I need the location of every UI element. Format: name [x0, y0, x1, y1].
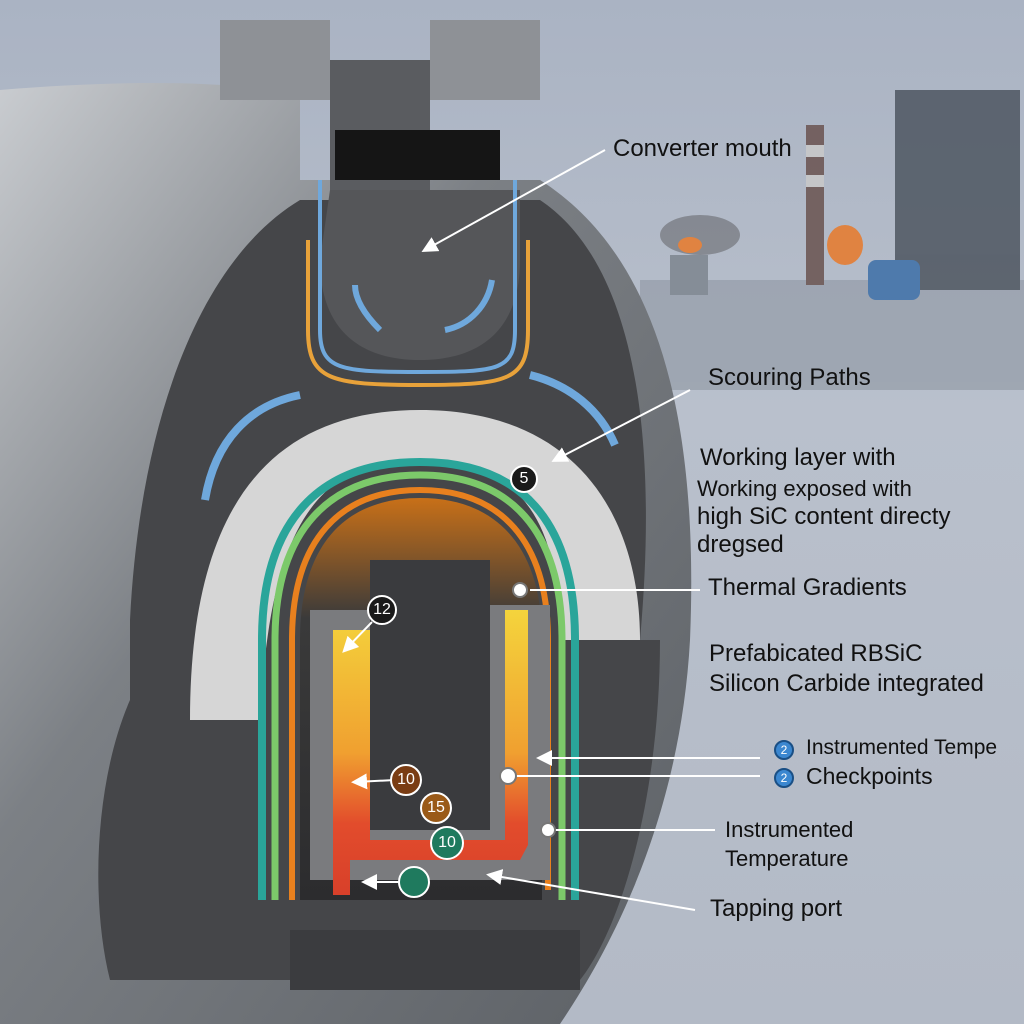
instr-line: Temperature: [725, 846, 849, 871]
label-working-layer-desc: Working exposed with high SiC content di…: [697, 475, 950, 559]
legend-badge-a: 2: [774, 740, 794, 760]
legend-badge-b: 2: [774, 768, 794, 788]
desc-line: Working exposed with: [697, 476, 912, 501]
measurement-points: [499, 582, 556, 838]
badge-10-green: 10: [430, 826, 464, 860]
badge-green-port: [398, 866, 430, 898]
label-checkpoints: Checkpoints: [806, 763, 933, 789]
green-insulation-layer: [271, 471, 566, 900]
instr-line: Instrumented: [725, 817, 854, 842]
label-prefab: Prefabicated RBSiC Silicon Carbide integ…: [709, 639, 984, 699]
prefab-line: Prefabicated RBSiC: [709, 640, 923, 667]
label-tapping-port: Tapping port: [710, 895, 843, 922]
scouring-flow-paths: [201, 180, 619, 501]
leader-lines: [342, 149, 760, 911]
label-instrumented-temperature: Instrumented Temperature: [725, 815, 853, 873]
label-working-layer-title: Working layer with: [700, 444, 896, 471]
badge-10-temperature: 10: [390, 764, 422, 796]
badge-15: 15: [420, 792, 452, 824]
badge-5: 5: [510, 465, 538, 493]
label-converter-mouth: Converter mouth: [613, 135, 792, 162]
badge-12: 12: [367, 595, 397, 625]
tapping-port-base: [290, 930, 580, 990]
prefab-line: Silicon Carbide integrated: [709, 670, 984, 697]
label-instrumented-tempe: Instrumented Tempe: [806, 736, 998, 759]
desc-line: dregsed: [697, 531, 784, 558]
label-thermal-gradients: Thermal Gradients: [708, 574, 907, 601]
steel-plant-background: [640, 90, 1024, 390]
teal-insulation-layer: [258, 457, 579, 900]
desc-line: high SiC content directy: [697, 503, 951, 530]
orange-hot-layer: [289, 486, 551, 900]
label-scouring-paths: Scouring Paths: [708, 364, 871, 391]
